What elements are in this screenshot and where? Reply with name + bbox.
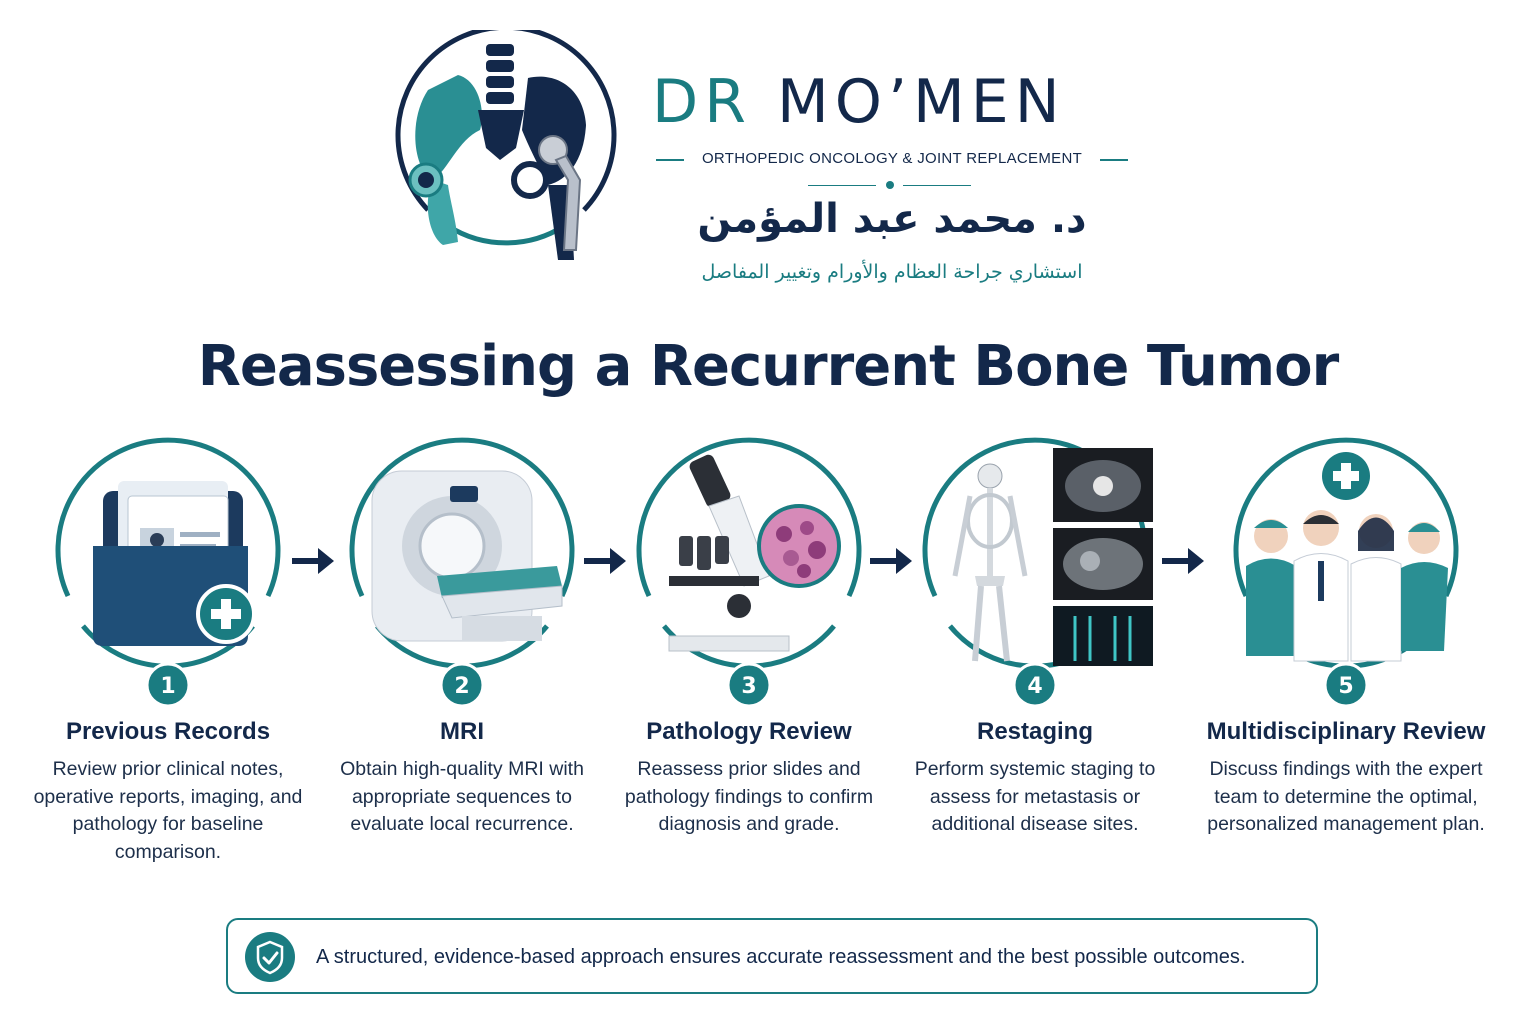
step-description: Obtain high-quality MRI with appropriate…: [340, 758, 584, 835]
arrow-right-icon: [870, 548, 912, 574]
step-number-badge: 4: [1012, 662, 1058, 708]
arrow-right-icon: [584, 548, 626, 574]
brand-name-part1: DR: [652, 67, 777, 137]
step-number: 5: [1338, 674, 1353, 699]
medical-team-icon: [1233, 437, 1459, 669]
step-title: MRI: [440, 718, 484, 745]
footer-text: A structured, evidence-based approach en…: [316, 946, 1246, 968]
step-number-badge: 3: [726, 662, 772, 708]
step-description: Discuss findings with the expert team to…: [1207, 758, 1485, 835]
brand-name: DR MO’MEN: [652, 72, 1132, 132]
step-description: Reassess prior slides and pathology find…: [624, 758, 874, 835]
tagline-rule-right: [1100, 159, 1128, 161]
shield-check-icon: [245, 932, 295, 982]
step-number: 2: [454, 674, 469, 699]
step-title: Pathology Review: [646, 718, 852, 745]
microscope-icon: [636, 437, 862, 669]
header: DR MO’MEN ORTHOPEDIC ONCOLOGY & JOINT RE…: [0, 0, 1536, 300]
step-number: 1: [160, 674, 175, 699]
arabic-subtitle: استشاري جراحة العظام والأورام وتغيير الم…: [701, 261, 1083, 283]
medical-folder-icon: [55, 437, 281, 669]
arrow-right-icon: [1162, 548, 1204, 574]
footer-callout: A structured, evidence-based approach en…: [226, 918, 1318, 994]
divider-right: [903, 185, 971, 186]
step-title: Multidisciplinary Review: [1206, 718, 1486, 745]
arrow-right-icon: [292, 548, 334, 574]
step-number-badge: 5: [1323, 662, 1369, 708]
step-description: Review prior clinical notes, operative r…: [33, 758, 303, 863]
page-title: Reassessing a Recurrent Bone Tumor: [197, 334, 1340, 399]
step-number-badge: 2: [439, 662, 485, 708]
step-number: 4: [1027, 674, 1042, 699]
divider-left: [808, 185, 876, 186]
mri-scanner-icon: [349, 437, 575, 669]
skeleton-scan-icon: [922, 437, 1153, 669]
arabic-brand-name: د. محمد عبد المؤمن: [697, 196, 1087, 242]
pelvis-hip-implant-icon: [395, 30, 617, 260]
step-title: Previous Records: [65, 718, 271, 745]
step-number-badge: 1: [145, 662, 191, 708]
divider-dot: [886, 181, 894, 189]
step-title: Restaging: [976, 718, 1093, 745]
brand-name-part2: MO’MEN: [776, 67, 1066, 137]
step-number: 3: [741, 674, 756, 699]
step-description: Perform systemic staging to assess for m…: [914, 758, 1156, 835]
tagline-rule-left: [656, 159, 684, 161]
brand-tagline: ORTHOPEDIC ONCOLOGY & JOINT REPLACEMENT: [701, 150, 1083, 167]
